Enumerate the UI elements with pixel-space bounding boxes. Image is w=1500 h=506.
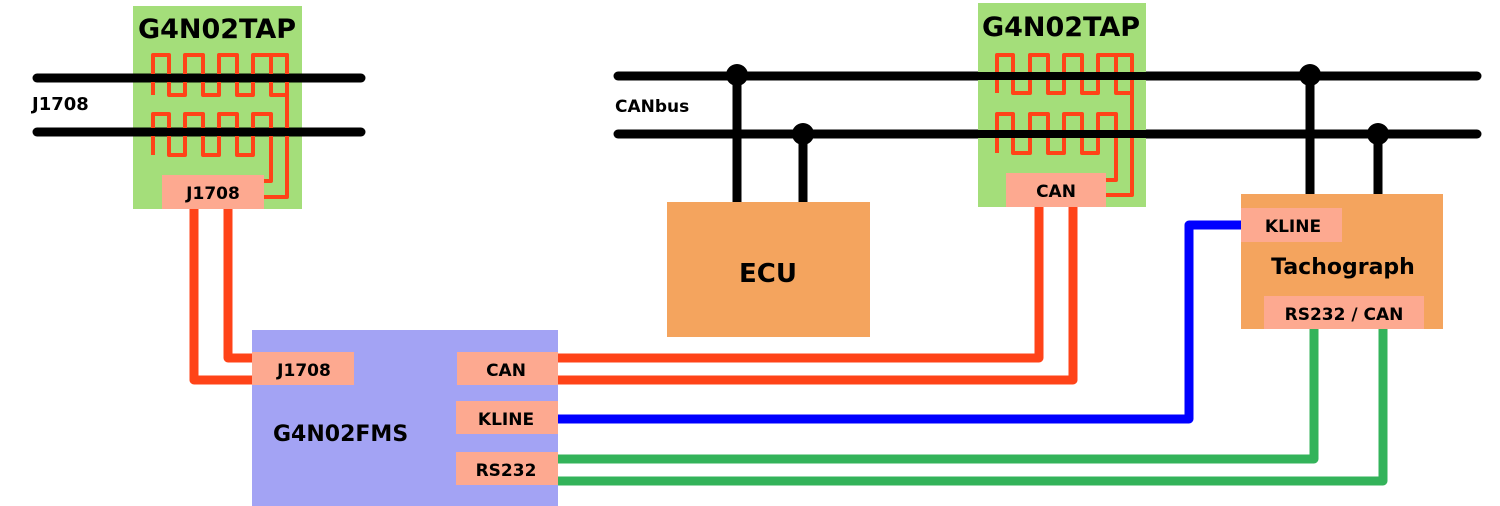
- fms-rs232-pad: [456, 452, 558, 485]
- fms-j1708-pad: [252, 352, 354, 385]
- tacho-junction-can-low: [1367, 123, 1389, 145]
- fms-kline-label: KLINE: [478, 410, 534, 430]
- wire-can-a: [558, 207, 1044, 363]
- tap-right-coil-upper: [995, 53, 1134, 95]
- ecu-junction-can-high: [726, 64, 748, 86]
- tap-left-title: G4N02TAP: [138, 14, 296, 45]
- wire-j1708-b: [189, 209, 252, 385]
- tacho-junction-can-high: [1299, 64, 1321, 86]
- wire-j1708-a: [223, 209, 252, 363]
- fms-rs232-label: RS232: [476, 461, 537, 481]
- wire-can-b: [558, 207, 1078, 385]
- tap-right-coil-lower: [995, 112, 1118, 182]
- ecu-body: [667, 202, 870, 337]
- tap-left-coil-upper-lead: [264, 53, 289, 199]
- j1708-bus-label: J1708: [30, 94, 89, 115]
- fms-can-pad: [457, 352, 558, 385]
- tap-left: G4N02TAP J1708: [133, 6, 302, 209]
- tap-right-coil-upper-lead: [1106, 53, 1134, 197]
- tachograph-kline-label: KLINE: [1265, 217, 1321, 237]
- tap-right-port-label: CAN: [1036, 182, 1076, 202]
- ecu-junction-can-low: [792, 123, 814, 145]
- tap-right-port-pad: [1006, 173, 1106, 207]
- tap-left-coil-lower: [151, 112, 273, 183]
- fms-label: G4N02FMS: [273, 422, 408, 447]
- ecu: ECU: [667, 202, 870, 337]
- wire-kline: [558, 220, 1241, 424]
- tachograph-label: Tachograph: [1271, 255, 1415, 280]
- tap-left-port-pad: [162, 175, 264, 209]
- wire-rs232-a: [558, 329, 1319, 464]
- fms-j1708-label: J1708: [276, 361, 331, 381]
- fms-kline-pad: [456, 401, 558, 434]
- fms-unit: G4N02FMS J1708 CAN KLINE RS232: [252, 330, 558, 506]
- tap-right: G4N02TAP CAN: [978, 3, 1146, 207]
- can-bus-label: CANbus: [615, 97, 689, 117]
- tachograph-rs232-can-pad: [1264, 296, 1424, 329]
- fms-can-label: CAN: [486, 361, 526, 381]
- tachograph-rs232-can-label: RS232 / CAN: [1285, 305, 1404, 325]
- tachograph-kline-pad: [1241, 208, 1342, 242]
- tachograph: KLINE Tachograph RS232 / CAN: [1241, 194, 1443, 329]
- tap-right-title: G4N02TAP: [982, 12, 1140, 43]
- tap-left-coil-upper: [151, 53, 289, 97]
- tap-left-port-label: J1708: [185, 184, 240, 204]
- wire-rs232-b: [558, 329, 1388, 486]
- ecu-label: ECU: [739, 259, 797, 289]
